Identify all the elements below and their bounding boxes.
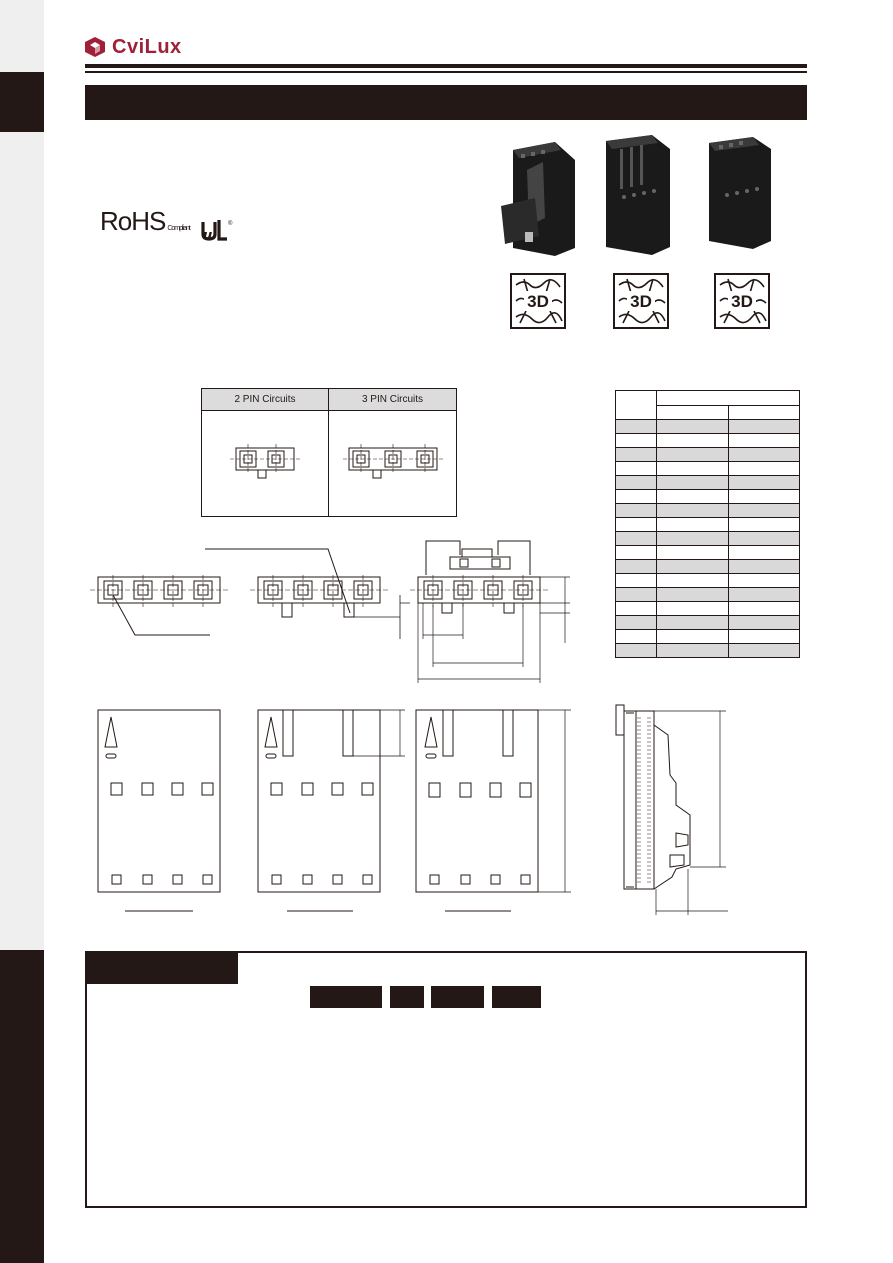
svg-text:ᵤ: ᵤ: [202, 218, 213, 244]
3d-model-icon-2[interactable]: 3D: [613, 273, 669, 329]
product-image-housing-plain: [709, 137, 771, 249]
part-number-segment-2: [390, 986, 424, 1008]
pin-circuits-table: 2 PIN Circuits 3 PIN Circuits: [201, 388, 457, 517]
title-bar: [85, 85, 807, 120]
brand-name: CviLux: [112, 35, 182, 58]
top-view-drawing-3: [415, 709, 571, 912]
side-section-drawing: [615, 704, 728, 915]
product-image-housing-with-latch: [501, 142, 575, 256]
part-number-segment-4: [492, 986, 541, 1008]
brand-logo: CviLux: [84, 34, 182, 60]
pin-diagram-3: [329, 411, 456, 516]
rohs-compliant-label: Compliant: [167, 225, 190, 232]
svg-text:3D: 3D: [630, 292, 652, 311]
part-number-segment-1: [310, 986, 382, 1008]
3d-model-icon-1[interactable]: 3D: [510, 273, 566, 329]
product-image-housing-tall: [606, 135, 670, 255]
pin-diagram-2: [202, 411, 329, 516]
pin-header-3: 3 PIN Circuits: [329, 389, 456, 411]
svg-text:3D: 3D: [731, 292, 753, 311]
side-tab-marker: [0, 72, 44, 132]
side-tab-footer: [0, 950, 44, 1263]
svg-text:3D: 3D: [527, 292, 549, 311]
top-view-drawing-2: [257, 709, 405, 912]
front-view-drawing-3: [410, 540, 570, 683]
front-view-drawing-2: [205, 548, 410, 639]
brand-logo-icon: [85, 37, 105, 57]
header-rule-thin: [85, 71, 807, 73]
part-number-segment-3: [431, 986, 484, 1008]
top-view-drawing-1: [97, 709, 221, 912]
ul-recognized-icon: ᵤ ®: [201, 218, 233, 244]
3d-model-icon-3[interactable]: 3D: [714, 273, 770, 329]
dimension-table: [615, 390, 800, 658]
pin-header-2: 2 PIN Circuits: [202, 389, 329, 411]
svg-text:®: ®: [228, 220, 233, 227]
ordering-information-box: [85, 951, 807, 1208]
header-rule-thick: [85, 64, 807, 68]
front-view-drawing-1: [90, 575, 230, 636]
ordering-information-tab: [85, 951, 238, 984]
